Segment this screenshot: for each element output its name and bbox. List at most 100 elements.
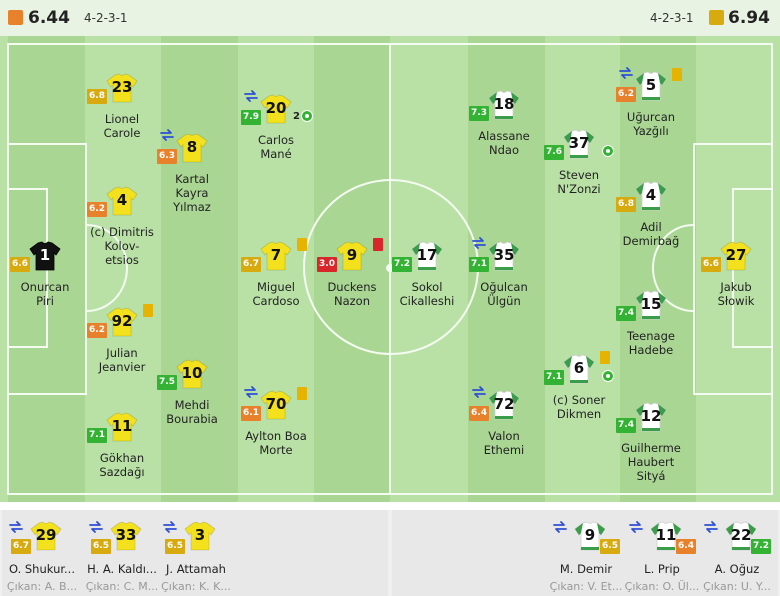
substitution-icon [159, 128, 175, 142]
goal-ball-icon [301, 110, 313, 122]
jersey-icon: 23 [106, 72, 138, 104]
jersey-icon: 7 [260, 240, 292, 272]
jersey-number: 29 [35, 526, 57, 544]
player-name: Teenage Hadebe [627, 329, 675, 357]
jersey-number: 4 [645, 186, 657, 204]
jersey-number: 1 [39, 246, 51, 264]
player-rating: 7.6 [544, 145, 564, 160]
player-rating: 6.8 [616, 197, 636, 212]
player-rating: 6.5 [91, 539, 111, 554]
player-name: Valon Ethemi [483, 429, 525, 457]
jersey-icon: 33 [110, 520, 142, 552]
player-rating: 6.2 [87, 202, 107, 217]
substitution-icon [703, 520, 719, 534]
replaced-player: Çıkan: O. Ül... [624, 580, 700, 593]
center-spot [386, 264, 394, 272]
player-rating: 6.5 [600, 539, 620, 554]
substitution-icon [552, 520, 568, 534]
jersey-icon: 27 [720, 240, 752, 272]
player-name: Miguel Cardoso [252, 280, 300, 308]
jersey-icon: 15 [635, 289, 667, 321]
red-card-icon [373, 238, 383, 251]
player-name: Steven N'Zonzi [557, 168, 601, 196]
player-rating: 6.4 [676, 539, 696, 554]
jersey-icon: 4 [106, 185, 138, 217]
player-name: Sokol Cikalleshi [399, 280, 455, 308]
player-rating: 6.8 [87, 89, 107, 104]
player-name: Aylton Boa Morte [245, 429, 307, 457]
substitution-icon [162, 520, 178, 534]
replaced-player: Çıkan: V. Et... [549, 580, 623, 593]
jersey-icon: 22 [725, 520, 757, 552]
home-team-rating: 6.44 [28, 8, 70, 28]
jersey-number: 10 [181, 364, 203, 382]
player-name: Carlos Mané [257, 133, 295, 161]
substitution-icon [8, 520, 24, 534]
jersey-icon: 10 [176, 358, 208, 390]
substitution-icon [471, 385, 487, 399]
jersey-number: 23 [111, 78, 133, 96]
yellow-card-icon [297, 387, 307, 400]
home-formation: 4-2-3-1 [84, 11, 128, 25]
jersey-icon: 37 [563, 128, 595, 160]
jersey-number: 4 [116, 191, 128, 209]
player-rating: 7.2 [392, 257, 412, 272]
jersey-number: 20 [265, 99, 287, 117]
jersey-number: 11 [655, 526, 677, 544]
substitute-name: M. Demir [559, 562, 613, 576]
player-rating: 7.9 [241, 110, 261, 125]
player-name: Oğulcan Ülgün [480, 280, 528, 308]
replaced-player: Çıkan: K. K... [161, 580, 231, 593]
substitute-name: H. A. Kaldı... [87, 562, 157, 576]
jersey-number: 9 [584, 526, 596, 544]
jersey-icon: 11 [106, 411, 138, 443]
player-name: Julian Jeanvier [98, 346, 146, 374]
jersey-icon: 18 [488, 89, 520, 121]
jersey-number: 3 [194, 526, 206, 544]
jersey-number: 12 [640, 407, 662, 425]
away-formation: 4-2-3-1 [650, 11, 694, 25]
player-name: Lionel Carole [103, 112, 141, 140]
lineup-header: 6.44 4-2-3-1 4-2-3-1 6.94 [0, 0, 780, 36]
player-rating: 6.7 [241, 257, 261, 272]
player-rating: 7.1 [469, 257, 489, 272]
player-name: Duckens Nazon [327, 280, 377, 308]
substitute-name: O. Shukur... [8, 562, 75, 576]
substitution-icon [243, 89, 259, 103]
jersey-icon: 8 [176, 132, 208, 164]
player-name: Mehdi Bourabia [166, 398, 218, 426]
jersey-number: 15 [640, 295, 662, 313]
substitute-name: A. Oğuz [714, 562, 760, 576]
player-rating: 7.5 [157, 375, 177, 390]
jersey-icon: 6 [563, 353, 595, 385]
jersey-number: 18 [493, 95, 515, 113]
player-rating: 6.5 [165, 539, 185, 554]
player-rating: 3.0 [317, 257, 337, 272]
player-rating: 6.2 [616, 87, 636, 102]
player-rating: 6.6 [10, 257, 30, 272]
player-rating: 7.1 [544, 370, 564, 385]
yellow-card-icon [600, 351, 610, 364]
jersey-icon: 29 [30, 520, 62, 552]
away-rating-swatch [709, 10, 724, 25]
player-rating: 6.2 [87, 323, 107, 338]
jersey-icon: 3 [184, 520, 216, 552]
player-rating: 6.1 [241, 406, 261, 421]
player-name: Guilherme Haubert Sityá [621, 441, 681, 483]
substitute-name: L. Prip [644, 562, 680, 576]
jersey-icon: 35 [488, 240, 520, 272]
jersey-icon: 9 [574, 520, 606, 552]
goal-ball-icon [602, 145, 614, 157]
player-name: (c) Soner Dikmen [552, 393, 606, 421]
yellow-card-icon [143, 304, 153, 317]
